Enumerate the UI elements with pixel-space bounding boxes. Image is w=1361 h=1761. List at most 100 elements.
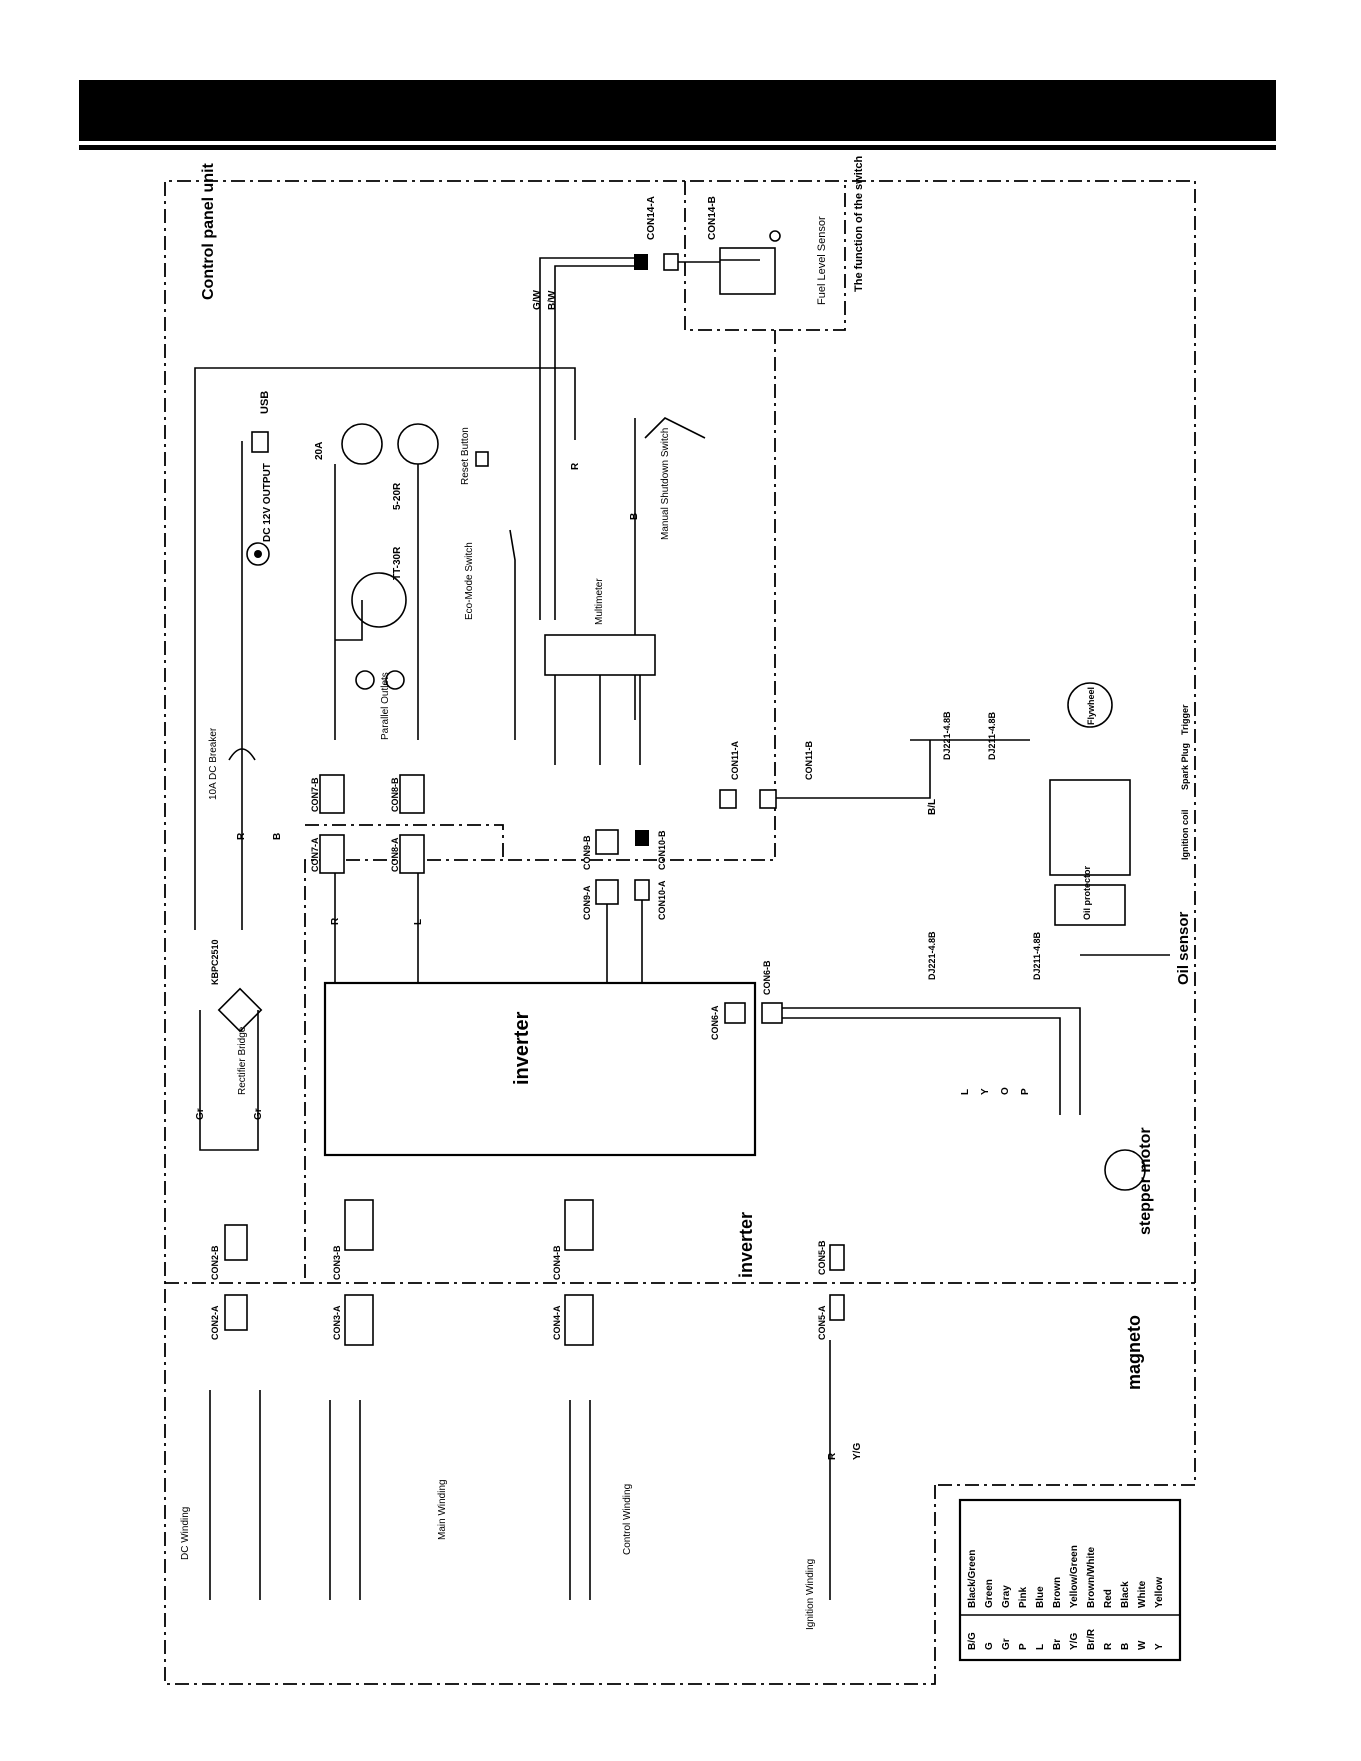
legend-color-name: Yellow/Green bbox=[1069, 1545, 1080, 1608]
parallel-outlet-2 bbox=[385, 670, 405, 690]
con2a-label: CON2-A bbox=[210, 1305, 220, 1340]
inverter-frame-step bbox=[305, 824, 504, 860]
header-rule bbox=[79, 145, 1276, 150]
r-magneto-label: R bbox=[827, 1452, 838, 1460]
gw-wire bbox=[539, 257, 634, 620]
con3-a-plug bbox=[344, 1294, 374, 1346]
legend-code: Y/G bbox=[1069, 1633, 1080, 1650]
con6a-label: CON6-A bbox=[710, 1005, 720, 1040]
rectifier-gr-wire bbox=[199, 1010, 259, 1151]
b-label-top: B bbox=[629, 513, 640, 520]
o-label: O bbox=[1000, 1087, 1011, 1095]
inverter-region-label: inverter bbox=[736, 1212, 756, 1278]
con5-b-plug bbox=[829, 1244, 845, 1271]
con11-wire bbox=[776, 740, 931, 799]
legend-code: P bbox=[1018, 1643, 1029, 1650]
reset-button-label: Reset Button bbox=[460, 427, 471, 485]
dj211-1-label: DJ211-4.8B bbox=[987, 711, 997, 760]
con9a-label: CON9-A bbox=[582, 885, 592, 920]
con7b-label: CON7-B bbox=[310, 777, 320, 812]
con6b-label: CON6-B bbox=[762, 960, 772, 995]
ignition-coil-label: Ignition coil bbox=[1180, 810, 1190, 861]
parallel-outlets-label: Parallel Outlets bbox=[380, 672, 391, 740]
legend-color-name: Red bbox=[1103, 1589, 1114, 1608]
con9b-label: CON9-B bbox=[582, 835, 592, 870]
legend-code: Y bbox=[1154, 1643, 1165, 1650]
legend-color-name: Gray bbox=[1001, 1585, 1012, 1608]
oil-protector-label: Oil protector bbox=[1082, 865, 1092, 920]
trigger-label: Trigger bbox=[1180, 704, 1190, 735]
fuel-level-sensor bbox=[719, 247, 776, 295]
rectifier-bridge bbox=[217, 987, 263, 1033]
con14b-label: CON14-B bbox=[707, 196, 718, 240]
legend-code: G bbox=[984, 1642, 995, 1650]
con5-a-plug bbox=[829, 1294, 845, 1321]
gr-label-1: Gr bbox=[195, 1108, 206, 1120]
dc-breaker-symbol bbox=[228, 748, 256, 761]
main-winding-coil bbox=[329, 1400, 361, 1600]
legend-code: B/G bbox=[967, 1632, 978, 1650]
outlet-5-20r-upper bbox=[341, 423, 383, 465]
inverter-label: inverter bbox=[511, 1011, 533, 1085]
legend-color-name: Black bbox=[1120, 1581, 1131, 1608]
legend-code: Gr bbox=[1001, 1638, 1012, 1650]
multimeter-label: Multimeter bbox=[594, 578, 605, 625]
r-mid-label: R bbox=[236, 832, 247, 840]
stepper-p-wire bbox=[782, 1007, 1081, 1115]
tt30-wire bbox=[335, 600, 363, 641]
outer-frame bbox=[164, 180, 1196, 1685]
con8b-label: CON8-B bbox=[390, 777, 400, 812]
con10b-label: CON10-B bbox=[657, 830, 667, 870]
reset-button bbox=[475, 451, 489, 467]
con14a-label: CON14-A bbox=[646, 196, 657, 240]
legend-color-name: Brown/White bbox=[1086, 1546, 1097, 1608]
breaker-20a-label: 20A bbox=[314, 442, 325, 460]
con4a-label: CON4-A bbox=[552, 1305, 562, 1340]
legend-color-name: Brown bbox=[1052, 1577, 1063, 1608]
con10-b-plug bbox=[635, 830, 649, 846]
outlet-tt-30r bbox=[351, 572, 407, 628]
con8-a-plug bbox=[399, 834, 425, 874]
b-mid-label: B bbox=[272, 833, 283, 840]
control-winding-label: Control Winding bbox=[622, 1484, 633, 1555]
legend-code: W bbox=[1137, 1640, 1148, 1650]
con4-b-plug bbox=[564, 1199, 594, 1251]
con10a-label: CON10-A bbox=[657, 880, 667, 920]
con8a-label: CON8-A bbox=[390, 837, 400, 872]
oil-sensor-label: Oil sensor bbox=[1175, 911, 1192, 985]
fuel-level-sensor-label: Fuel Level Sensor bbox=[816, 216, 828, 305]
dj211-2-label: DJ211-4.8B bbox=[1032, 931, 1042, 980]
outlet-5-20r-lower bbox=[397, 423, 439, 465]
con2-a-plug bbox=[224, 1294, 248, 1331]
flywheel bbox=[1067, 682, 1113, 728]
legend-color-name: Pink bbox=[1018, 1586, 1029, 1608]
con5a-label: CON5-A bbox=[817, 1305, 827, 1340]
main-winding-label: Main Winding bbox=[437, 1479, 448, 1540]
dj221-2-label: DJ221-4.8B bbox=[927, 931, 937, 980]
stepper-o-wire bbox=[782, 1017, 1061, 1115]
con7-b-plug bbox=[319, 774, 345, 814]
usb-label: USB bbox=[259, 391, 271, 414]
con11-b-plug bbox=[759, 789, 777, 809]
con14-b-plug bbox=[663, 253, 679, 271]
yg-magneto-label: Y/G bbox=[852, 1443, 863, 1460]
con11b-label: CON11-B bbox=[804, 740, 814, 780]
legend-color-name: White bbox=[1137, 1580, 1148, 1608]
magneto-label: magneto bbox=[1124, 1315, 1144, 1390]
con5b-label: CON5-B bbox=[817, 1240, 827, 1275]
con3a-label: CON3-A bbox=[332, 1305, 342, 1340]
eco-switch-wire bbox=[509, 529, 516, 740]
control-panel-label: Control panel unit bbox=[200, 162, 217, 300]
con11-a-plug bbox=[719, 789, 737, 809]
con14-a-plug bbox=[634, 254, 648, 270]
con3-b-plug bbox=[344, 1199, 374, 1251]
manual-switch bbox=[644, 417, 706, 439]
stepper-motor-label: stepper motor bbox=[1137, 1127, 1154, 1235]
dc-winding-coil bbox=[209, 1390, 261, 1600]
con4b-label: CON4-B bbox=[552, 1245, 562, 1280]
legend-frame bbox=[958, 1498, 1182, 1662]
multimeter bbox=[544, 634, 656, 676]
fuel-sensor-pivot bbox=[769, 230, 781, 242]
legend-color-name: Black/Green bbox=[967, 1550, 978, 1608]
